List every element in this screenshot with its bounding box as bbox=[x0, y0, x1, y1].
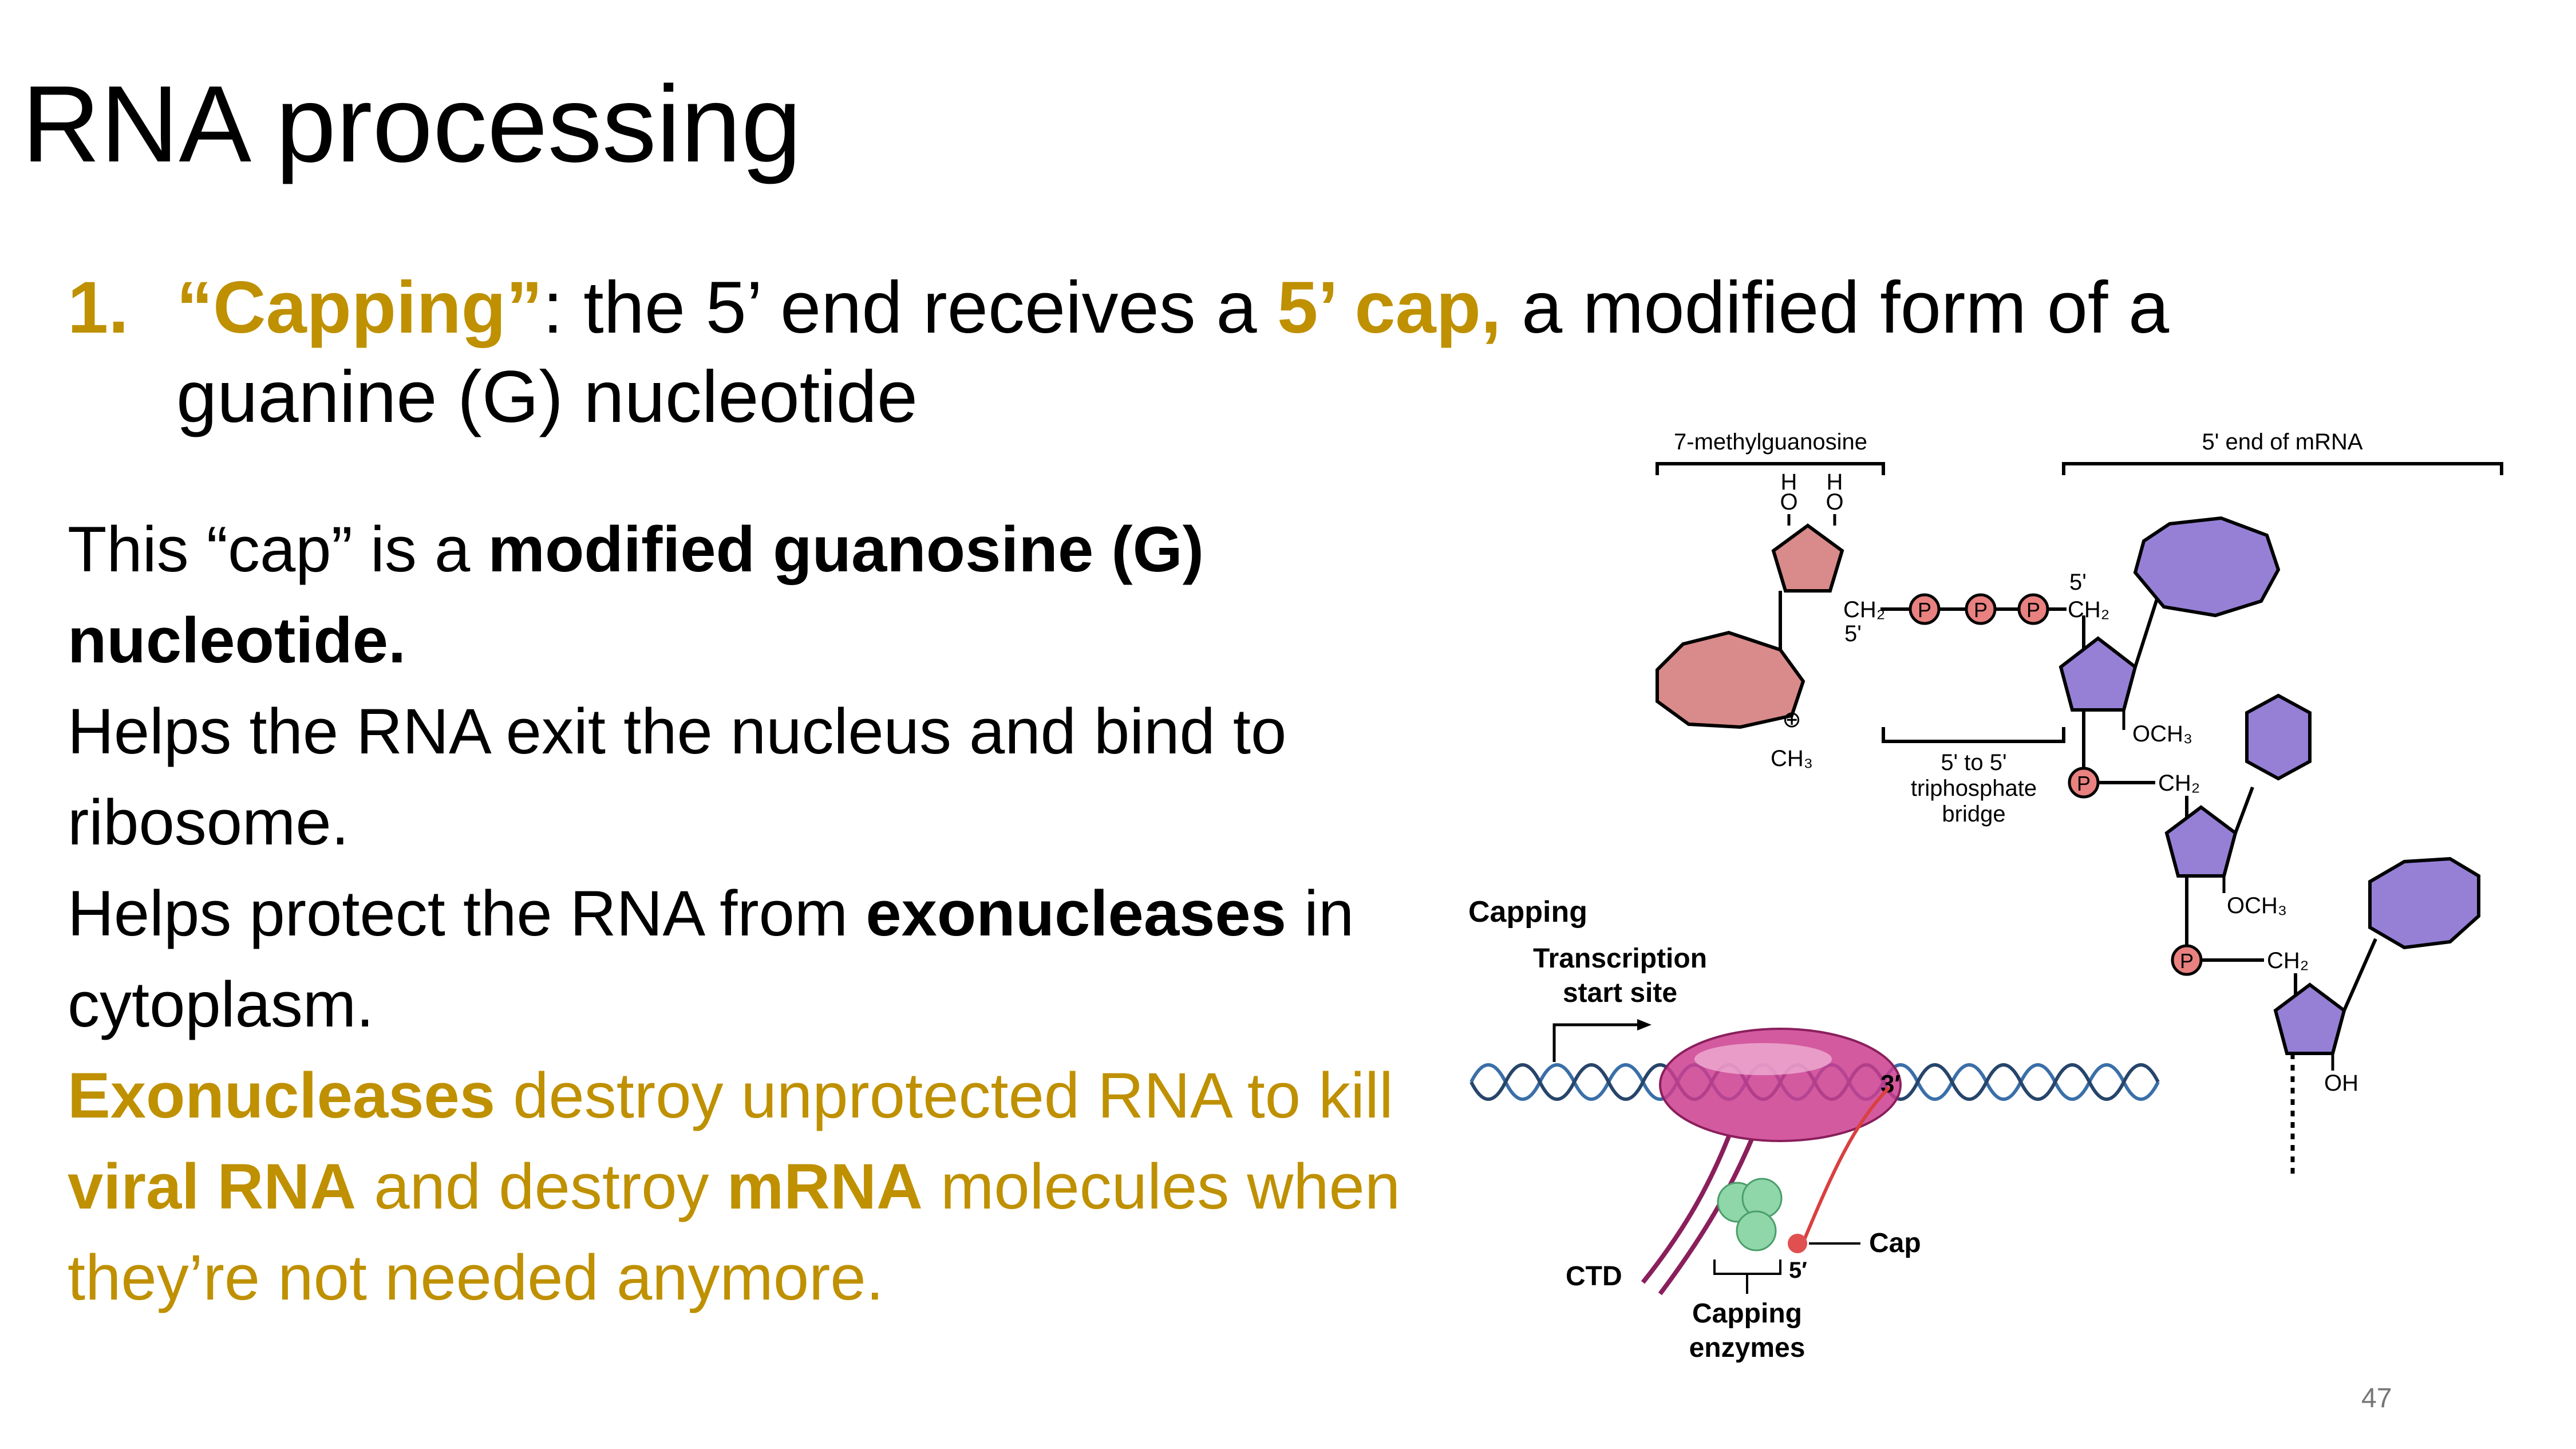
bold-span: exonucleases bbox=[866, 878, 1286, 949]
mrna-base bbox=[2368, 856, 2480, 950]
label-tss-line-1: Transcription bbox=[1533, 943, 1707, 974]
guanosine-ribose bbox=[1771, 523, 1844, 593]
label-o: O bbox=[1826, 489, 1843, 515]
nascent-rna bbox=[1801, 1086, 1891, 1243]
paragraph-protect: Helps protect the RNA from exonucleases … bbox=[68, 868, 1470, 1050]
label-p: P bbox=[2026, 598, 2040, 622]
label-plus: ⊕ bbox=[1782, 707, 1801, 732]
mrna-ribose bbox=[2059, 636, 2138, 712]
phosphate-circle bbox=[1909, 593, 1941, 625]
label-ch3: CH₃ bbox=[1771, 746, 1813, 771]
label-ch2: CH₂ bbox=[2267, 948, 2309, 973]
bold-span: mRNA bbox=[726, 1151, 923, 1222]
label-ctd: CTD bbox=[1566, 1261, 1622, 1292]
item-text-a: : the 5’ end receives a bbox=[542, 267, 1278, 349]
label-h: H bbox=[1827, 469, 1843, 495]
label-o: O bbox=[1780, 489, 1797, 515]
glycosidic-bond bbox=[2342, 938, 2377, 1012]
mrna-base bbox=[2245, 693, 2312, 781]
label-7-methylguanosine: 7-methylguanosine bbox=[1674, 429, 1867, 455]
label-bridge-line-1: 5' to 5' bbox=[1941, 750, 2006, 775]
text-span: Helps protect the RNA from bbox=[68, 878, 866, 949]
paragraph-exit-nucleus: Helps the RNA exit the nucleus and bind … bbox=[68, 696, 1287, 858]
bracket-triphosphate-bridge bbox=[1882, 727, 2065, 743]
page-number: 47 bbox=[2361, 1383, 2392, 1414]
bold-span: viral RNA bbox=[68, 1151, 357, 1222]
label-och3: OCH₃ bbox=[2132, 721, 2192, 747]
bracket-7-methylguanosine bbox=[1656, 462, 1885, 475]
tss-arrowhead bbox=[1637, 1019, 1652, 1031]
capping-diagram: 7-methylguanosine 5' end of mRNA O O H H… bbox=[1468, 429, 2503, 1363]
list-number: 1. bbox=[68, 267, 129, 349]
label-p: P bbox=[2077, 772, 2091, 795]
label-p: P bbox=[1974, 598, 1988, 622]
slide-title: RNA processing bbox=[22, 64, 802, 185]
glycosidic-bond bbox=[2134, 595, 2160, 668]
body-text: This “cap” is a modified guanosine (G) n… bbox=[68, 504, 1470, 1323]
term-capping: “Capping” bbox=[176, 267, 543, 349]
label-5-end-mrna: 5' end of mRNA bbox=[2202, 429, 2362, 455]
label-och3: OCH₃ bbox=[2227, 893, 2287, 918]
glycosidic-bond bbox=[2234, 786, 2254, 834]
label-5-prime: 5′ bbox=[1789, 1258, 1807, 1283]
phosphate-circle bbox=[2017, 593, 2049, 625]
text-span: in cytoplasm. bbox=[68, 878, 1354, 1040]
label-capping-panel: Capping bbox=[1468, 895, 1587, 929]
ctd-tail-a bbox=[1641, 1135, 1731, 1284]
mrna-base bbox=[2133, 516, 2281, 618]
label-tss-line-2: start site bbox=[1563, 978, 1677, 1008]
capping-enzyme bbox=[1736, 1210, 1777, 1251]
label-bridge-line-3: bridge bbox=[1942, 802, 2005, 827]
text-span: This “cap” is a bbox=[68, 514, 488, 585]
bracket-5-end-mrna bbox=[2062, 462, 2503, 475]
label-5-prime: 5' bbox=[1844, 621, 1862, 646]
label-enzymes-line-1: Capping bbox=[1692, 1298, 1802, 1329]
bold-span: modified guanosine (G) nucleotide. bbox=[68, 514, 1204, 676]
label-oh: OH bbox=[2324, 1071, 2358, 1096]
label-ch2: CH₂ bbox=[2158, 771, 2200, 796]
guanine-base bbox=[1656, 630, 1805, 729]
phosphate-circle bbox=[1965, 593, 1997, 625]
rna-cap-structure bbox=[1788, 1234, 1807, 1253]
label-h: H bbox=[1781, 469, 1797, 495]
label-5-prime: 5' bbox=[2069, 570, 2087, 595]
text-span: destroy unprotected RNA to kill bbox=[495, 1060, 1393, 1131]
label-ch2: CH₂ bbox=[2068, 597, 2109, 622]
label-p: P bbox=[1918, 598, 1931, 622]
term-5-cap: 5’ cap, bbox=[1277, 267, 1502, 349]
polymerase-highlight bbox=[1694, 1043, 1832, 1075]
bold-span: Exonucleases bbox=[68, 1060, 496, 1131]
paragraph-cap-definition: This “cap” is a modified guanosine (G) n… bbox=[68, 504, 1470, 686]
label-bridge-line-2: triphosphate bbox=[1911, 776, 2037, 801]
text-span: molecules when they’re not needed anymor… bbox=[68, 1151, 1401, 1313]
text-span: and destroy bbox=[356, 1151, 727, 1222]
mrna-ribose bbox=[2164, 805, 2238, 878]
item-text-b: a modified form of a guanine (G) nucleot… bbox=[176, 267, 2170, 438]
bracket-capping-enzymes bbox=[1713, 1260, 1781, 1294]
tss-arrow bbox=[1552, 1023, 1637, 1062]
label-p: P bbox=[2180, 949, 2194, 973]
label-ch2: CH₂ bbox=[1843, 597, 1885, 622]
label-cap: Cap bbox=[1869, 1228, 1921, 1258]
mrna-ribose bbox=[2273, 982, 2346, 1055]
list-item-text: “Capping”: the 5’ end receives a 5’ cap,… bbox=[176, 263, 2409, 442]
label-enzymes-line-2: enzymes bbox=[1689, 1333, 1805, 1363]
paragraph-exonucleases: Exonucleases destroy unprotected RNA to … bbox=[68, 1050, 1470, 1323]
